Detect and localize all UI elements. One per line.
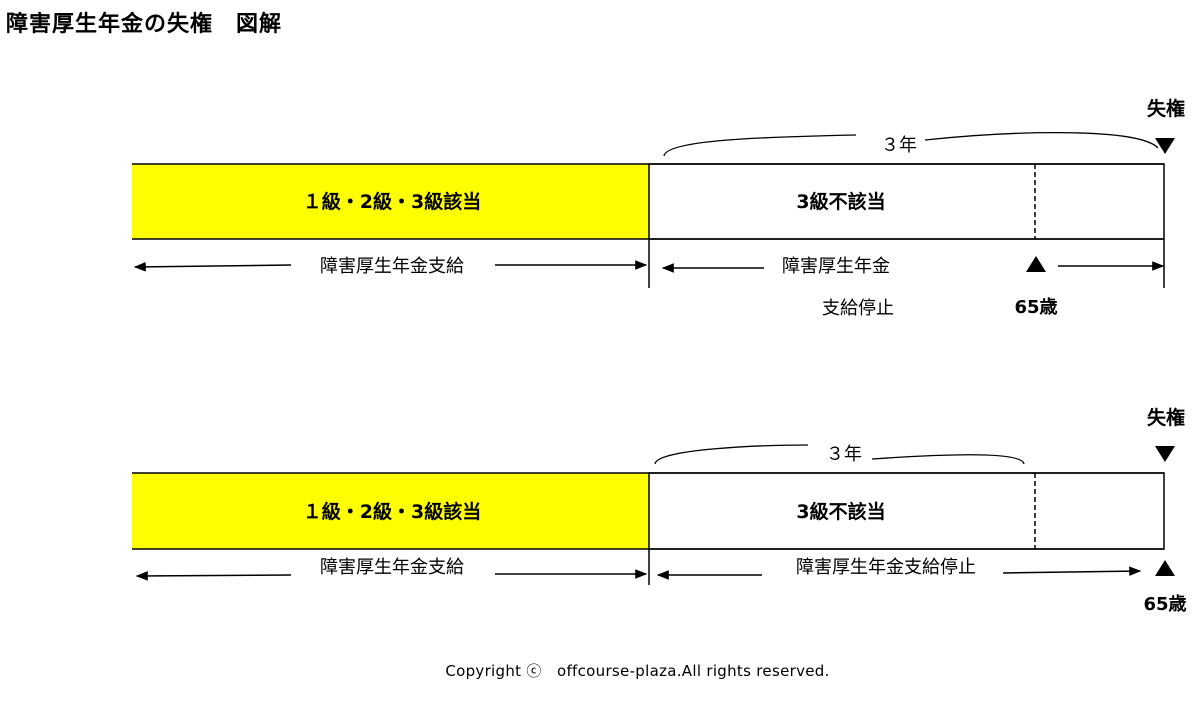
up-triangle-icon [1026,256,1046,272]
page-title: 障害厚生年金の失権 図解 [6,12,283,37]
grade-no-label: 3級不該当 [796,500,885,523]
suspension-arrow-right [1002,566,1142,576]
grade-no-label: 3級不該当 [796,190,885,213]
grade-yes-label: １級・2級・3級該当 [303,500,481,523]
grade-3-not-applicable-segment [648,163,1165,240]
grade-yes-label: １級・2級・3級該当 [303,190,481,213]
copyright-footer: Copyright ⓒ offcourse-plaza.All rights r… [445,662,830,680]
period-brace-right [924,131,1159,149]
diagram-1: 失権 ３年 １級・2級・3級該当 3級不該当 障害厚生年金支給 障害厚生年金 支… [132,97,1185,319]
payment-label: 障害厚生年金支給 [320,557,464,578]
payment-label: 障害厚生年金支給 [320,256,464,277]
period-brace-right [871,454,1025,465]
payment-arrow-left [135,571,292,581]
grade-1-2-3-segment [132,164,649,239]
diagram-2: 失権 ３年 １級・2級・3級該当 3級不該当 障害厚生年金支給 障害厚生年金支給… [132,406,1187,615]
suspension-label-line2: 支給停止 [822,298,894,319]
age-label: 65歳 [1014,297,1057,318]
age-label: 65歳 [1143,594,1186,615]
up-triangle-icon [1155,560,1175,576]
period-label: ３年 [826,444,862,465]
down-triangle-icon [1155,138,1175,154]
down-triangle-icon [1155,446,1175,462]
payment-arrow-left [133,262,292,272]
loss-label: 失権 [1147,97,1185,120]
suspension-label: 障害厚生年金支給停止 [796,557,976,578]
period-brace-left [654,444,809,465]
grade-3-not-applicable-segment [648,472,1165,550]
period-label: ３年 [881,135,917,156]
period-brace-left [663,134,857,157]
suspension-label-line1: 障害厚生年金 [782,256,890,277]
loss-label: 失権 [1147,406,1185,429]
grade-1-2-3-segment [132,473,649,549]
